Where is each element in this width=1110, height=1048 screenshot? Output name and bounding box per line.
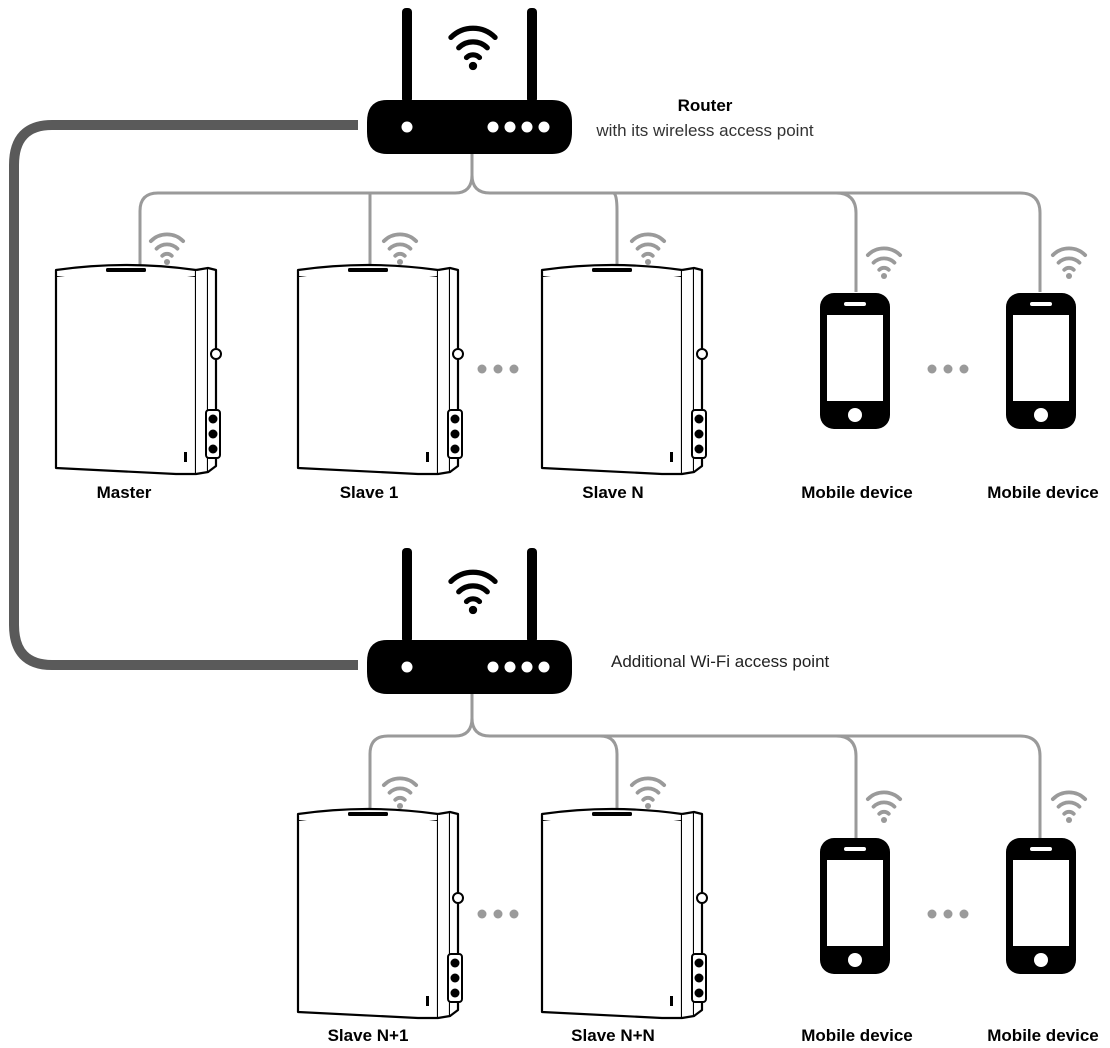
smartphone-icon xyxy=(820,838,890,974)
smartphone-icon xyxy=(1006,838,1076,974)
access-point-label: Additional Wi-Fi access point xyxy=(611,652,830,671)
ellipsis-icon xyxy=(477,364,519,374)
thermostat-device-icon xyxy=(540,263,709,476)
mobile-label-3: Mobile device xyxy=(801,1026,913,1045)
network2-wires xyxy=(368,692,1042,838)
device-label-slave-n-plus-n: Slave N+N xyxy=(571,1026,655,1045)
thermostat-device-icon xyxy=(54,263,223,476)
smartphone-icon xyxy=(1006,293,1076,429)
thermostat-device-icon xyxy=(296,807,465,1020)
access-point-wifi-icon xyxy=(451,572,495,614)
thermostat-device-icon xyxy=(296,263,465,476)
network2-devices xyxy=(296,807,1076,1020)
mobile-label-2: Mobile device xyxy=(987,483,1099,502)
network1-wires xyxy=(138,152,1042,292)
ellipsis-icon xyxy=(927,909,969,919)
thermostat-device-icon xyxy=(540,807,709,1020)
router-title: Router xyxy=(677,96,733,115)
ellipsis-icon xyxy=(927,364,969,374)
smartphone-icon xyxy=(820,293,890,429)
ellipsis-icon xyxy=(477,909,519,919)
device-label-slave-n: Slave N xyxy=(582,483,644,502)
router-subtitle: with its wireless access point xyxy=(596,121,814,140)
device-label-master: Master xyxy=(96,483,152,502)
network2-wifi-icons xyxy=(381,776,1088,825)
backbone-cable xyxy=(9,120,358,670)
device-label-slave-1: Slave 1 xyxy=(339,483,399,502)
mobile-label-1: Mobile device xyxy=(801,483,913,502)
mobile-label-4: Mobile device xyxy=(987,1026,1099,1045)
device-label-slave-n-plus-1: Slave N+1 xyxy=(327,1026,409,1045)
wifi-icon xyxy=(451,28,495,70)
network1-devices xyxy=(54,263,1076,476)
